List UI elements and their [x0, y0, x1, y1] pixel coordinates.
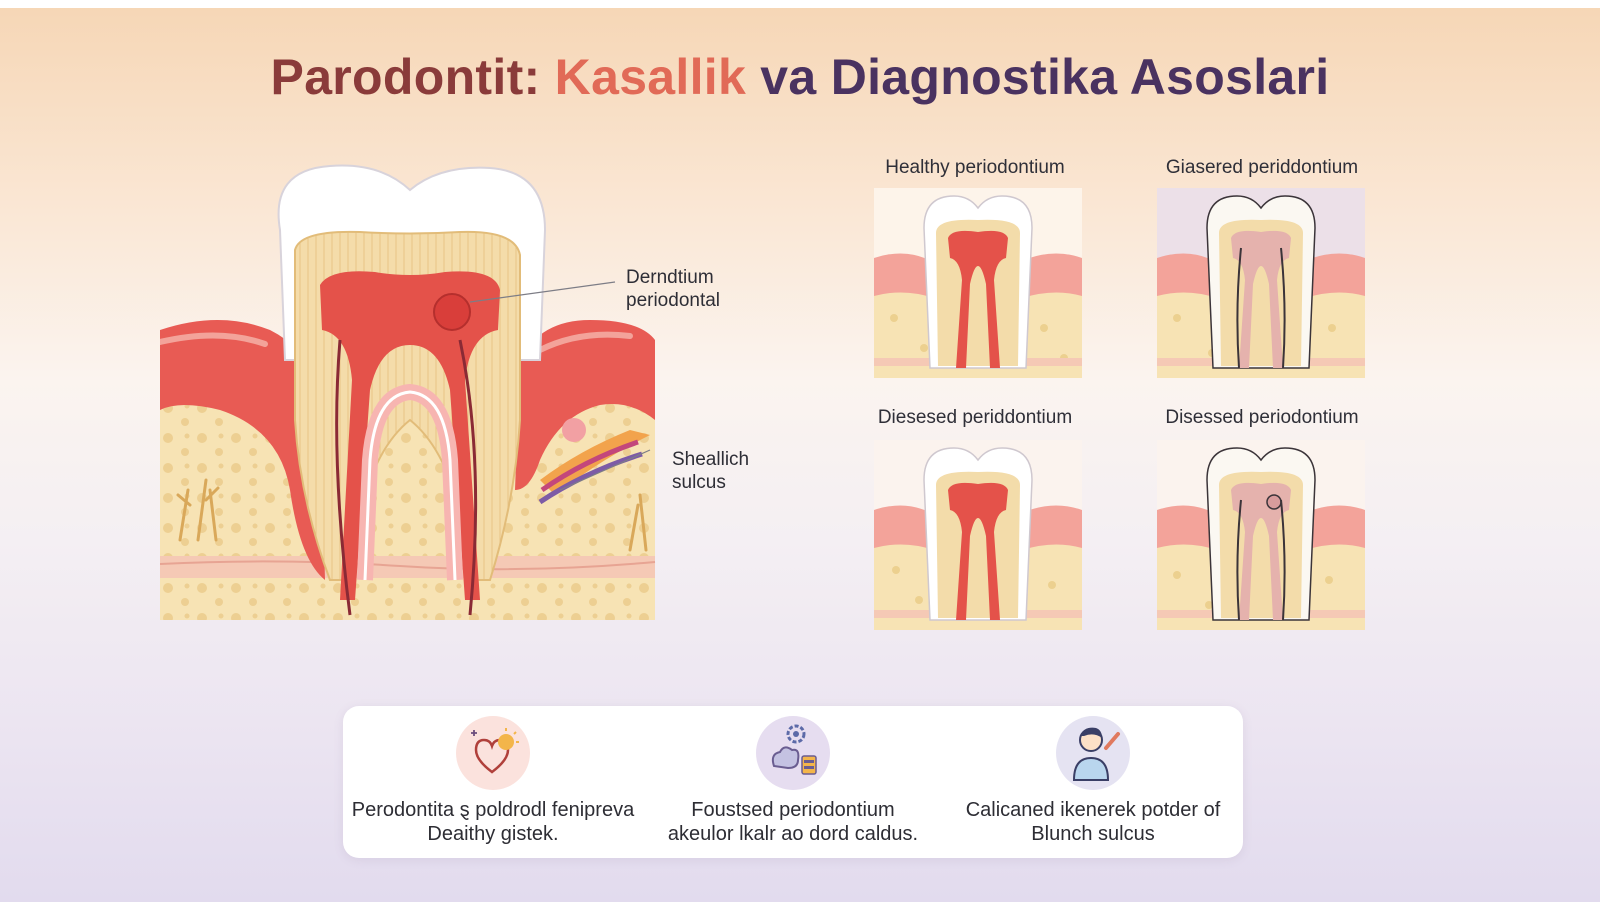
panel-label-1: Healthy periodontium: [885, 157, 1065, 178]
callout-side-line1: Sheallich: [672, 449, 750, 470]
inflammation-spot: [562, 418, 586, 442]
info-text-2-line1: Foustsed periodontium: [691, 799, 895, 821]
bone-fibers-right: [628, 493, 648, 552]
info-text-1: Perodontita ȿ poldrodl fenipreva Deaithy…: [343, 798, 643, 846]
callout-line-side: [559, 449, 651, 491]
info-text-2-line2: akeulor lkalr ao dord caldus.: [667, 823, 919, 845]
nerve-line-left: [335, 339, 352, 616]
nerve-line-right: [458, 339, 478, 616]
info-text-2: Foustsed periodontium akeulor lkalr ao d…: [643, 798, 943, 846]
panel-label-2: Giasered periddontium: [1165, 157, 1359, 178]
gum-right: [515, 320, 655, 490]
panel-disessed-periodontium: [1157, 440, 1365, 630]
callout-top-line2: periodontal: [626, 290, 721, 311]
panel-healthy-periodontium: [874, 188, 1082, 378]
main-tooth-cross-section: [160, 164, 656, 620]
callout-side-line2: sulcus: [672, 472, 726, 493]
heart-sun-icon: [456, 716, 530, 790]
panel-label-4: Disessed periodontium: [1165, 407, 1359, 428]
info-item-3: Calicaned ikenerek potder of Blunch sulc…: [943, 706, 1243, 858]
panel-giasered-periddontium: [1157, 188, 1365, 378]
gum-left: [160, 320, 325, 580]
title-part-3: va Diagnostika Asoslari: [746, 49, 1330, 105]
info-item-1: Perodontita ȿ poldrodl fenipreva Deaithy…: [343, 706, 643, 858]
top-border-strip: [0, 0, 1600, 8]
callout-side-label: Sheallich sulcus: [672, 448, 749, 494]
info-text-3: Calicaned ikenerek potder of Blunch sulc…: [943, 798, 1243, 846]
info-text-1-line2: Deaithy gistek.: [427, 823, 559, 845]
dentist-person-icon: [1056, 716, 1130, 790]
info-box: Perodontita ȿ poldrodl fenipreva Deaithy…: [343, 706, 1243, 858]
info-item-2: Foustsed periodontium akeulor lkalr ao d…: [643, 706, 943, 858]
gear-lab-icon: [756, 716, 830, 790]
tooth-pulp: [320, 271, 500, 600]
callout-top-label: Derndtium periodontal: [626, 266, 720, 312]
title-part-2: Kasallik: [554, 49, 747, 105]
info-text-3-line1: Calicaned ikenerek potder of: [965, 799, 1221, 821]
info-text-1-line1: Perodontita ȿ poldrodl fenipreva: [351, 799, 635, 821]
callout-top-line1: Derndtium: [626, 267, 714, 288]
title-part-1: Parodontit:: [270, 49, 555, 105]
panel-diesesed-periddontium: [874, 440, 1082, 630]
info-text-3-line2: Blunch sulcus: [1031, 823, 1155, 845]
page-title: Parodontit: Kasallik va Diagnostika Asos…: [0, 48, 1600, 106]
callout-line-top: [469, 281, 616, 303]
panel-label-3: Diesesed periddontium: [877, 407, 1073, 428]
lesion-spot: [433, 293, 471, 331]
bone-fibers-left: [176, 478, 220, 542]
